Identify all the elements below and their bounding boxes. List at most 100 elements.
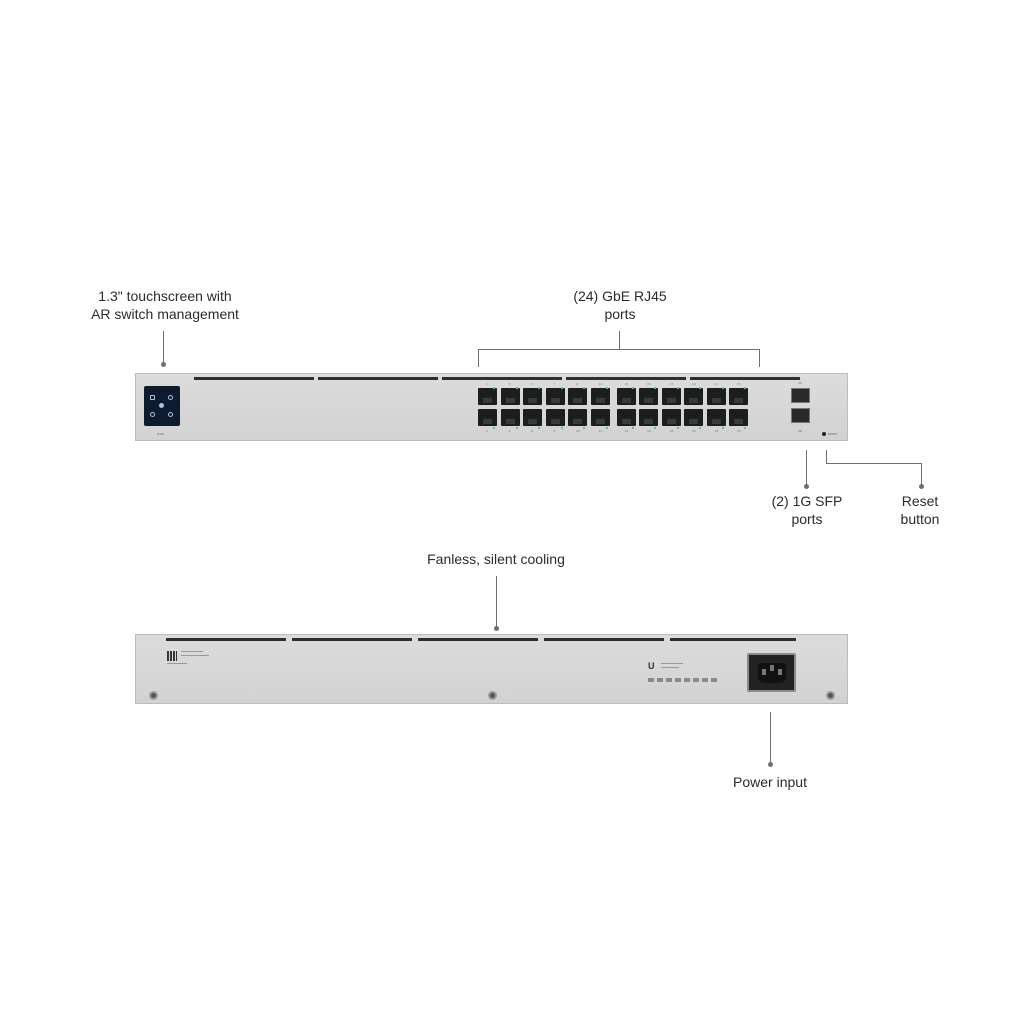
port-number-label: 17 [669,382,674,386]
sfp-callout: (2) 1G SFP ports [752,492,862,528]
touchscreen-callout: 1.3" touchscreen with AR switch manageme… [80,287,250,323]
port-led [560,387,563,389]
front-vent [442,377,562,380]
reset-label: RESET [828,432,838,436]
regulatory-marks-icon [648,678,718,682]
rj45-port-1[interactable] [478,388,497,405]
port-led [676,387,679,389]
touchscreen-leader [163,331,164,364]
port-led [699,387,701,389]
port-led [538,387,540,389]
rear-screw [149,691,158,700]
rj45-port-17[interactable] [661,388,681,405]
power-socket-pin [770,665,774,671]
reset-leader-horizontal [826,463,922,464]
port-led [631,427,634,429]
rear-label-text [181,655,209,656]
cooling-callout: Fanless, silent cooling [396,550,596,568]
port-led [515,427,518,429]
rj45-port-24[interactable] [729,409,748,426]
touchscreen[interactable] [144,386,180,426]
rear-vent [292,638,412,641]
port-number-label: 13 [624,382,629,386]
rj45-port-8[interactable] [545,409,565,426]
power-socket-pin [762,669,766,675]
port-led [493,427,495,429]
port-number-label: 22 [714,429,719,433]
rj45-port-23[interactable] [729,388,748,405]
port-led [699,427,701,429]
port-number-label: 2 [486,429,488,433]
power-callout: Power input [700,773,840,791]
rear-vent [418,638,538,641]
touchscreen-icon [159,403,164,408]
port-led [744,387,746,389]
touchscreen-leader-dot [161,362,166,367]
regulatory-text [661,663,683,664]
port-number-label: 12 [598,429,603,433]
power-socket-icon[interactable] [747,653,796,692]
power-socket-pin [778,669,782,675]
rj45-port-20[interactable] [684,409,703,426]
touchscreen-icon [150,412,155,417]
rj45-port-7[interactable] [545,388,565,405]
sfp-top-number: 25 [798,381,802,385]
rj45-port-5[interactable] [523,388,542,405]
port-number-label: 20 [692,429,696,433]
power-leader-dot [768,762,773,767]
rj45-bracket-bar [478,349,760,350]
rj45-port-13[interactable] [616,388,636,405]
reset-callout-line2: button [900,511,940,527]
port-led [676,427,679,429]
rj45-port-15[interactable] [639,388,658,405]
port-led [493,387,495,389]
front-vent [566,377,686,380]
rj45-port-2[interactable] [478,409,497,426]
port-number-label: 9 [576,382,578,386]
port-led [583,427,585,429]
port-led [538,427,540,429]
rj45-port-21[interactable] [706,388,726,405]
sfp-port-25[interactable] [791,388,810,403]
rj45-port-3[interactable] [500,388,520,405]
port-number-label: 19 [692,382,696,386]
sfp-port-26[interactable] [791,408,810,423]
rj45-port-16[interactable] [639,409,658,426]
port-led [560,427,563,429]
sfp-leader-dot [804,484,809,489]
reset-leader-dot [919,484,924,489]
rj45-bracket-right [759,349,760,367]
rj45-port-18[interactable] [661,409,681,426]
rj45-bracket-stem [619,331,620,350]
rj45-port-12[interactable] [590,409,610,426]
reset-callout-line1: Reset [901,493,939,509]
rj45-port-10[interactable] [568,409,587,426]
reset-leader-vertical-a [826,450,827,464]
port-number-label: 18 [669,429,674,433]
rj45-callout-line2: ports [604,306,636,322]
port-led [605,387,608,389]
port-led [654,427,656,429]
front-vent [690,377,800,380]
rj45-port-22[interactable] [706,409,726,426]
rear-vent [166,638,286,641]
reset-callout: Reset button [880,492,960,528]
port-number-label: 8 [553,429,556,433]
switch-rear-panel: U [135,634,848,704]
rj45-port-19[interactable] [684,388,703,405]
rj45-port-4[interactable] [500,409,520,426]
touchscreen-icon [168,395,173,400]
reset-leader-vertical-b [921,463,922,486]
rj45-port-9[interactable] [568,388,587,405]
port-number-label: 5 [531,382,533,386]
port-number-label: 16 [647,429,651,433]
rj45-port-14[interactable] [616,409,636,426]
rj45-port-6[interactable] [523,409,542,426]
rear-screw [488,691,497,700]
reset-button[interactable] [822,432,826,436]
port-number-label: 6 [531,429,533,433]
touchscreen-icon [150,395,155,400]
front-model-label: USW [157,432,165,436]
rj45-port-11[interactable] [590,388,610,405]
port-number-label: 7 [553,382,556,386]
